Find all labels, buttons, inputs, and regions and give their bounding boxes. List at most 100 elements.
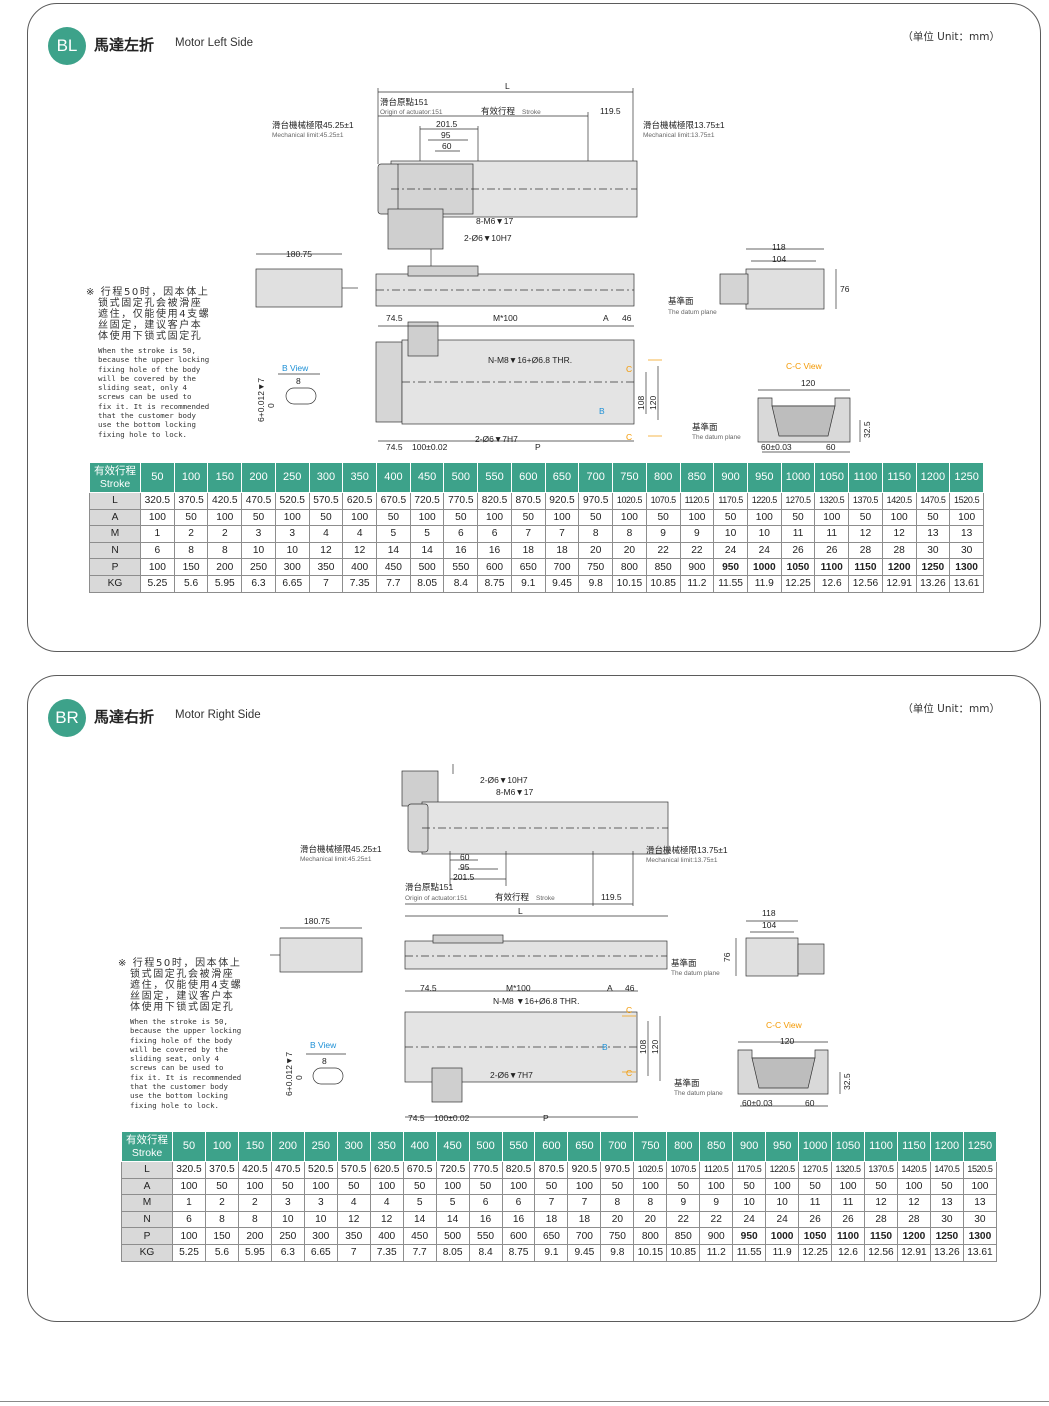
table-cell: 570.5 [336, 1161, 371, 1179]
stroke-column-header: 1200 [929, 1131, 964, 1162]
note-line: 丝固定，建议客户本 [98, 320, 203, 331]
table-cell: 50 [864, 1177, 898, 1196]
table-cell: 1220.5 [746, 492, 782, 510]
table-cell: 200 [207, 558, 243, 576]
table-cell: 100 [814, 508, 850, 527]
note-line: sliding seat, only 4 [130, 1054, 219, 1064]
dim-stroke-cn: 有效行程 [495, 892, 530, 902]
table-cell: 1420.5 [896, 1161, 931, 1179]
stroke-column-header: 1250 [962, 1131, 998, 1162]
dim-tolerance: 6+0.012▼7 [284, 1052, 294, 1096]
table-cell: 12 [881, 525, 917, 543]
table-cell: 720.5 [435, 1161, 470, 1179]
table-cell: 1320.5 [814, 492, 850, 510]
note-line: because the upper locking [98, 355, 210, 365]
table-cell: 11 [831, 1194, 866, 1212]
table-cell: 4 [342, 525, 378, 543]
table-cell: 100 [477, 508, 512, 527]
table-cell: 13.26 [915, 574, 951, 593]
dim-74-5: 74.5 [420, 983, 437, 993]
table-cell: 1420.5 [881, 492, 917, 510]
table-cell: 11.9 [746, 574, 782, 593]
table-cell: 5 [376, 525, 411, 543]
table-cell: 1020.5 [633, 1161, 668, 1179]
stroke-header-cn: 有效行程 [126, 1133, 168, 1146]
table-cell: 20 [600, 1210, 635, 1229]
table-cell: 13 [915, 525, 951, 543]
table-cell: 24 [713, 541, 748, 560]
table-cell: 50 [848, 508, 883, 527]
dim-201-5: 201.5 [453, 872, 475, 882]
table-cell: 50 [713, 508, 748, 527]
table-cell: 7 [510, 525, 546, 543]
row-label: N [89, 541, 141, 560]
table-cell: 6.65 [274, 574, 310, 593]
stroke-column-header: 950 [765, 1131, 800, 1162]
note-line: fixing hole to lock. [130, 1100, 219, 1110]
note-line: fixing hole to lock. [98, 429, 187, 439]
b-view-label: B View [310, 1040, 337, 1050]
table-cell: 3 [303, 1194, 338, 1212]
dim-tolerance-0: 0 [266, 403, 276, 408]
datum-cn: 基準面 [692, 422, 718, 432]
stroke-column-header: 800 [666, 1131, 701, 1162]
table-cell: 1070.5 [645, 492, 681, 510]
note-line: 丝固定，建议客户本 [130, 991, 235, 1002]
stroke-header-en: Stroke [131, 1146, 163, 1159]
stroke-column-header: 1100 [848, 462, 883, 493]
table-cell: 470.5 [241, 492, 276, 510]
dim-95: 95 [460, 862, 470, 872]
table-cell: 970.5 [600, 1161, 635, 1179]
stroke-column-header: 350 [369, 1131, 404, 1162]
table-cell: 5 [409, 525, 445, 543]
table-cell: 450 [376, 558, 411, 576]
table-cell: 13.61 [949, 574, 984, 593]
table-cell: 4 [308, 525, 344, 543]
dim-p74-5: 74.5 [386, 442, 403, 452]
table-cell: 6 [443, 525, 479, 543]
table-cell: 800 [612, 558, 647, 576]
table-cell: 5.95 [237, 1243, 272, 1262]
stroke-column-header: 600 [534, 1131, 569, 1162]
dim-nm8: N-M8▼16+Ø6.8 THR. [488, 355, 572, 365]
table-cell: 420.5 [237, 1161, 272, 1179]
table-cell: 650 [510, 558, 546, 576]
table-cell: 7.7 [376, 574, 411, 593]
table-cell: 2 [237, 1194, 272, 1212]
table-cell: 13.61 [962, 1243, 998, 1262]
stroke-column-header: 1050 [831, 1131, 866, 1162]
cc-view-label: C-C View [766, 1020, 803, 1030]
table-cell: 4 [369, 1194, 404, 1212]
table-cell: 250 [270, 1227, 305, 1245]
table-cell: 10 [746, 525, 782, 543]
table-cell: 1270.5 [798, 1161, 833, 1179]
cc-view-label: C-C View [786, 361, 823, 371]
table-cell: 9.8 [578, 574, 614, 593]
dim-stroke-cn: 有效行程 [481, 106, 516, 116]
table-cell: 22 [645, 541, 681, 560]
table-cell: 24 [732, 1210, 767, 1229]
table-cell: 150 [204, 1227, 239, 1245]
note-line: 锁式固定孔会被滑座 [130, 969, 235, 980]
table-cell: 620.5 [369, 1161, 404, 1179]
table-cell: 550 [468, 1227, 503, 1245]
table-cell: 100 [679, 508, 715, 527]
table-cell: 1200 [896, 1227, 931, 1245]
b-view-label: B View [282, 363, 309, 373]
table-cell: 370.5 [173, 492, 209, 510]
stroke-column-header: 1200 [915, 462, 951, 493]
dim-origin-en: Origin of actuator:151 [405, 895, 468, 902]
table-cell: 12 [848, 525, 883, 543]
stroke-column-header: 1050 [814, 462, 850, 493]
table-cell: 670.5 [376, 492, 411, 510]
dim-mech-right-en: Mechanical limit:13.75±1 [643, 132, 715, 139]
table-cell: 9 [645, 525, 681, 543]
table-cell: 1250 [929, 1227, 964, 1245]
technical-drawing: 2-Ø6▼10H7 8-M6▼17 滑台機械極限45.25±1 Mechanic… [270, 764, 852, 1123]
table-cell: 320.5 [172, 1161, 206, 1179]
table-cell: 100 [949, 508, 984, 527]
dim-180-75: 180.75 [286, 249, 312, 259]
